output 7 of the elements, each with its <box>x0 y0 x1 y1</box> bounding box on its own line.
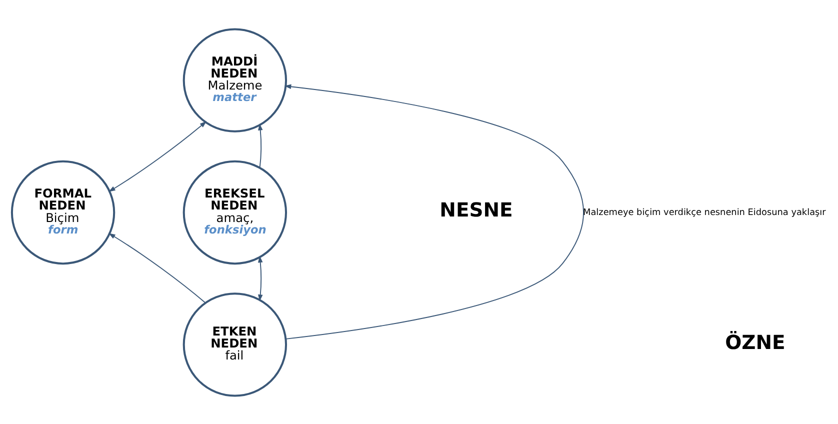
arrow <box>108 120 207 192</box>
arrow <box>284 84 584 339</box>
label: ÖZNE <box>725 330 786 354</box>
arrow <box>258 255 263 301</box>
arrow <box>258 123 263 168</box>
label: NESNE <box>440 198 513 222</box>
arrow <box>108 232 206 303</box>
